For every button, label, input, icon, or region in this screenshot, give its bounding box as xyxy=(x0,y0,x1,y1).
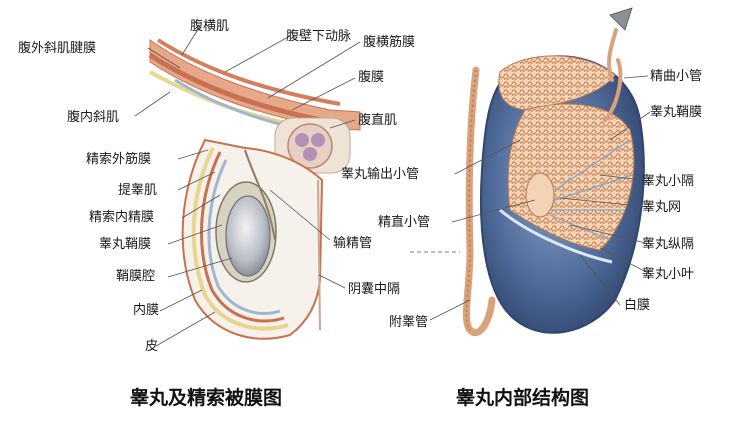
label-gaowanwang: 睾丸网 xyxy=(642,200,681,215)
label-fuzhiji: 腹直肌 xyxy=(358,113,397,128)
label-qiaomoqiang: 鞘膜腔 xyxy=(116,269,155,284)
label-gaowanzongge: 睾丸纵隔 xyxy=(642,237,694,252)
cord-vessel-2 xyxy=(311,133,325,147)
label-neimo: 内膜 xyxy=(133,303,159,318)
label-baimo: 白膜 xyxy=(624,298,650,313)
left-figure-caption: 睾丸及精索被膜图 xyxy=(130,383,282,410)
left-testis xyxy=(226,196,270,276)
label-gaowanxiaoye: 睾丸小叶 xyxy=(642,267,694,282)
label-fumo: 腹膜 xyxy=(358,70,384,85)
label-fugaoguan: 附睾管 xyxy=(389,315,428,330)
label-pi: 皮 xyxy=(145,339,158,354)
right-figure-caption: 睾丸内部结构图 xyxy=(456,383,589,410)
label-gaowanqiaomo-right: 睾丸鞘膜 xyxy=(650,105,702,120)
cord-vessel-1 xyxy=(295,133,309,147)
label-jingquxiaoguan: 精曲小管 xyxy=(650,69,702,84)
label-gaowanshuchuxiaoguan: 睾丸输出小管 xyxy=(341,167,419,182)
probe-instrument xyxy=(610,8,632,30)
label-funeixieji: 腹内斜肌 xyxy=(67,110,119,125)
cord-vessel-3 xyxy=(303,147,317,161)
label-tigaoji: 提睾肌 xyxy=(118,183,157,198)
label-gaowanqiaomo-left: 睾丸鞘膜 xyxy=(99,237,151,252)
rete-testis xyxy=(526,173,554,217)
label-shujingguan: 输精管 xyxy=(333,236,372,251)
label-yinnangzhongge: 阴囊中隔 xyxy=(348,282,400,297)
label-fuwaixiejijianmo: 腹外斜肌腱膜 xyxy=(18,41,96,56)
label-jingsuowaijinmo: 精索外筋膜 xyxy=(86,152,151,167)
right-figure xyxy=(410,8,650,333)
label-fuhengjinmo: 腹横筋膜 xyxy=(363,35,415,50)
left-figure xyxy=(135,26,360,346)
label-fuhengji: 腹横肌 xyxy=(190,19,229,34)
label-gaowanxiaoge: 睾丸小隔 xyxy=(642,174,694,189)
label-jingzhixiaoguan: 精直小管 xyxy=(378,215,430,230)
label-fubixiadongmai: 腹壁下动脉 xyxy=(286,29,351,44)
label-jingsuoneijingmo: 精索内精膜 xyxy=(89,210,154,225)
